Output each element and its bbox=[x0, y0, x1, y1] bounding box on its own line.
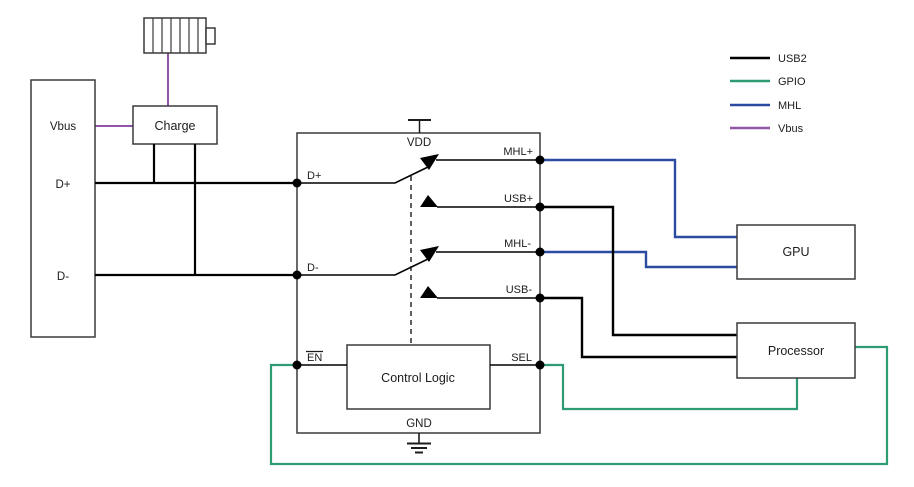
switch-arm-dplus bbox=[297, 166, 429, 184]
gpu-label: GPU bbox=[782, 245, 809, 259]
mhl-minus-wire bbox=[540, 250, 737, 269]
gpio-nets bbox=[269, 345, 889, 466]
en-gpio-wire bbox=[269, 345, 889, 466]
mhl-minus-label: MHL- bbox=[504, 238, 531, 250]
mhl-plus-wire bbox=[540, 158, 737, 239]
junction-dots bbox=[292, 155, 545, 370]
usb2-nets bbox=[540, 205, 737, 359]
battery-terminal bbox=[205, 27, 216, 45]
usb-minus-contact-icon bbox=[420, 286, 438, 298]
control-logic-box bbox=[346, 344, 491, 410]
usb-plus-wire bbox=[540, 205, 737, 337]
switch-elements bbox=[297, 154, 540, 345]
vdd-rail-icon bbox=[408, 119, 431, 133]
mhl-nets bbox=[540, 158, 737, 269]
battery-body bbox=[143, 17, 207, 54]
vdd-label: VDD bbox=[407, 137, 431, 149]
charge-box bbox=[132, 105, 218, 145]
ic-dplus-label: D+ bbox=[307, 170, 321, 182]
legend-item-vbus: Vbus bbox=[730, 123, 804, 135]
legend-label-gpio: GPIO bbox=[778, 76, 806, 88]
gnd-label: GND bbox=[406, 418, 432, 430]
legend-label-usb2: USB2 bbox=[778, 53, 807, 65]
ground-icon bbox=[407, 433, 431, 454]
control-logic-label: Control Logic bbox=[381, 371, 455, 385]
vbus-pin-label: Vbus bbox=[50, 121, 76, 133]
battery-cell-dividers bbox=[152, 18, 199, 53]
charge-label: Charge bbox=[155, 119, 196, 133]
mhl-plus-contact-icon bbox=[420, 154, 439, 170]
legend: USB2 GPIO MHL Vbus bbox=[730, 53, 807, 135]
battery-icon bbox=[143, 17, 216, 54]
switch-arm-dminus bbox=[297, 258, 429, 276]
mhl-minus-contact-icon bbox=[420, 246, 439, 262]
usb-plus-contact-icon bbox=[420, 195, 438, 207]
legend-item-usb2: USB2 bbox=[730, 53, 807, 65]
ic-dminus-label: D- bbox=[307, 262, 319, 274]
legend-label-vbus: Vbus bbox=[778, 123, 804, 135]
legend-item-mhl: MHL bbox=[730, 100, 801, 112]
legend-label-mhl: MHL bbox=[778, 100, 801, 112]
sel-label: SEL bbox=[511, 352, 532, 364]
processor-label: Processor bbox=[768, 344, 824, 358]
gpu-box bbox=[736, 224, 856, 280]
usb-connector-box bbox=[30, 79, 96, 338]
dminus-pin-label: D- bbox=[57, 271, 69, 283]
usb-minus-label: USB- bbox=[506, 284, 533, 296]
usb-plus-label: USB+ bbox=[504, 193, 533, 205]
processor-box bbox=[736, 322, 856, 379]
usb-minus-wire bbox=[540, 296, 737, 359]
sel-gpio-wire bbox=[540, 363, 799, 411]
legend-item-gpio: GPIO bbox=[730, 76, 806, 88]
dplus-pin-label: D+ bbox=[55, 179, 70, 191]
en-label: EN bbox=[307, 352, 322, 364]
mhl-plus-label: MHL+ bbox=[503, 146, 533, 158]
